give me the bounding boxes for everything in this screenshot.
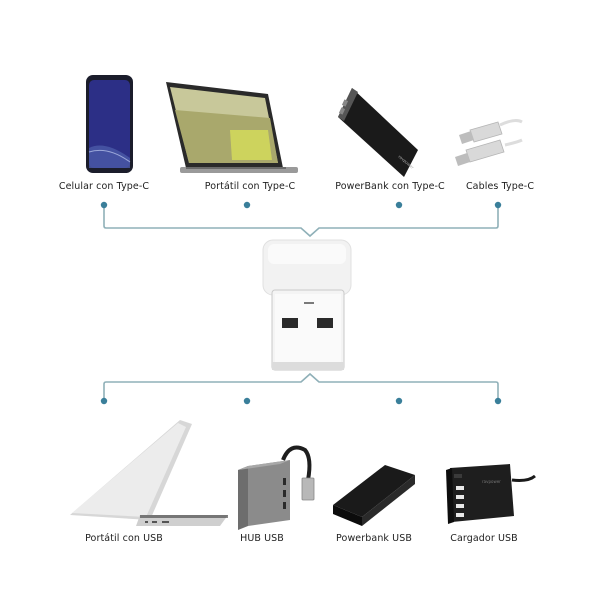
device-label-phone-type-c: Celular con Type-C (58, 181, 150, 192)
smartphone-icon (86, 75, 133, 173)
device-label-powerbank-usb: Powerbank USB (336, 533, 412, 544)
device-label-usb-hub: HUB USB (240, 533, 284, 544)
usb-a-to-usb-c-adapter-icon (262, 239, 352, 371)
laptop-open-icon (166, 82, 298, 173)
powerbank-icon (333, 465, 415, 526)
bottom-dots (100, 397, 502, 405)
device-label-powerbank-type-c: PowerBank con Type-C (335, 181, 445, 192)
svg-text:ravpower: ravpower (482, 479, 501, 484)
bottom-bracket (103, 372, 499, 401)
powerbank-icon: ravpower (338, 88, 418, 177)
device-label-laptop-type-c: Portátil con Type-C (204, 181, 296, 192)
usb-charger-icon: ravpower (446, 464, 536, 524)
device-label-charger-usb: Cargador USB (450, 533, 518, 544)
laptop-closed-icon (70, 420, 228, 526)
device-label-laptop-usb: Portátil con USB (85, 533, 163, 544)
usb-hub-icon (238, 445, 315, 530)
device-label-cables-type-c: Cables Type-C (465, 181, 535, 192)
usb-c-cable-icon (455, 119, 523, 166)
top-bracket (103, 206, 499, 238)
top-dots (100, 201, 502, 209)
